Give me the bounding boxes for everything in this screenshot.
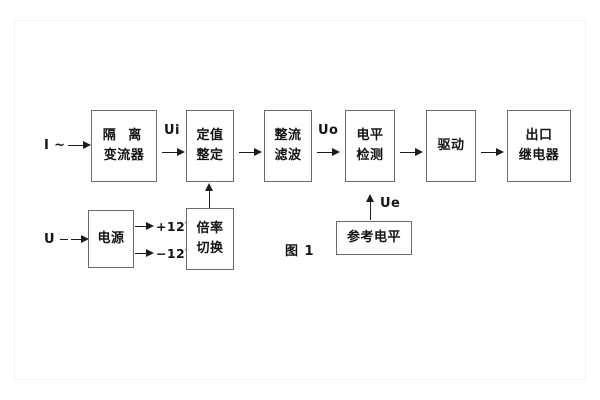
ue-signal-label: Ue <box>380 196 401 211</box>
block-multiplier-switch-line1: 倍率 <box>196 220 224 236</box>
arrowhead-drive-to-output <box>496 148 504 156</box>
block-isolation-ct-line1: 隔 离 <box>102 127 146 143</box>
connector-rail-negative <box>135 253 148 254</box>
block-reference-level-line1: 参考电平 <box>346 229 401 245</box>
block-level-detect-line2: 检测 <box>356 148 384 163</box>
rail-positive-label: +12V <box>156 219 196 234</box>
connector-level-to-drive <box>400 152 416 153</box>
block-reference-level[interactable]: 参考电平 <box>336 221 412 255</box>
block-rectify-filter-line1: 整流 <box>274 127 302 143</box>
arrowhead-level-to-drive <box>415 148 423 156</box>
connector-reference-to-level <box>370 200 371 220</box>
block-rectify-filter-line2: 滤波 <box>274 148 302 163</box>
block-drive-line1: 驱动 <box>437 137 465 153</box>
arrowhead-current-to-isolation <box>83 141 91 149</box>
block-level-detect-line1: 电平 <box>356 127 384 143</box>
figure-caption: 图 1 <box>285 244 315 259</box>
connector-voltage-to-power <box>71 239 83 240</box>
arrowhead-rail-negative <box>146 249 154 257</box>
arrowhead-multiplier-to-setting <box>205 183 213 191</box>
connector-isolation-to-setting <box>162 152 178 153</box>
block-multiplier-switch-line2: 切换 <box>196 241 224 256</box>
arrowhead-rectify-to-level <box>332 148 340 156</box>
connector-rectify-to-level <box>317 152 333 153</box>
block-power-supply-line1: 电源 <box>97 230 125 246</box>
arrowhead-rail-positive <box>146 222 154 230</box>
block-output-relay-line2: 继电器 <box>518 148 560 163</box>
connector-voltage-dash <box>60 239 68 240</box>
connector-rail-positive <box>135 226 148 227</box>
voltage-input-label: U <box>44 232 55 247</box>
block-output-relay[interactable]: 出口 继电器 <box>507 110 571 182</box>
block-drive[interactable]: 驱动 <box>426 110 476 182</box>
block-level-detect[interactable]: 电平 检测 <box>345 110 395 182</box>
block-setting-line1: 定值 <box>196 127 224 143</box>
arrowhead-isolation-to-setting <box>177 148 185 156</box>
figure-frame <box>14 20 586 380</box>
current-input-label: I ~ <box>44 138 66 153</box>
block-output-relay-line1: 出口 <box>525 127 553 143</box>
arrowhead-reference-to-level <box>366 194 374 202</box>
block-setting[interactable]: 定值 整定 <box>186 110 234 182</box>
uo-signal-label: Uo <box>318 123 339 138</box>
block-setting-line2: 整定 <box>196 148 224 163</box>
connector-setting-to-rectify <box>239 152 255 153</box>
ui-signal-label: Ui <box>164 123 180 138</box>
block-power-supply[interactable]: 电源 <box>88 210 134 268</box>
connector-multiplier-to-setting <box>209 190 210 208</box>
arrowhead-setting-to-rectify <box>254 148 262 156</box>
connector-drive-to-output <box>481 152 497 153</box>
arrowhead-voltage-to-power <box>81 235 89 243</box>
block-isolation-ct-line2: 变流器 <box>103 148 145 163</box>
rail-negative-label: −12V <box>156 246 196 261</box>
block-isolation-ct[interactable]: 隔 离 变流器 <box>91 110 157 182</box>
block-rectify-filter[interactable]: 整流 滤波 <box>264 110 312 182</box>
connector-current-to-isolation <box>68 145 84 146</box>
block-multiplier-switch[interactable]: 倍率 切换 <box>186 208 234 270</box>
